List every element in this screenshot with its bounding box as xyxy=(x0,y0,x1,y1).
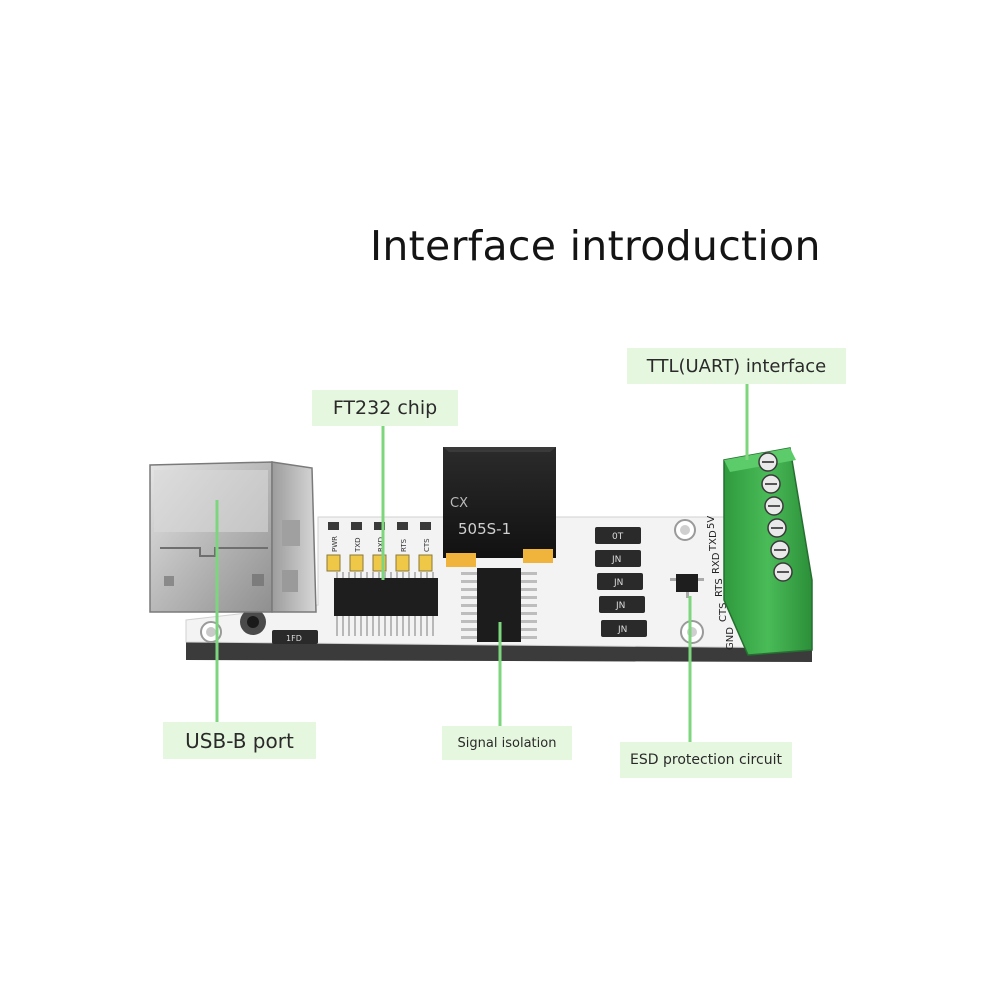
signal-isolation-chip xyxy=(461,568,537,642)
esd-protection-part xyxy=(670,574,704,598)
svg-text:JN: JN xyxy=(611,555,621,565)
svg-text:CX: CX xyxy=(450,496,468,511)
page-title: Interface introduction xyxy=(370,222,821,270)
callout-ttl-interface: TTL(UART) interface xyxy=(627,348,846,384)
usb-b-connector xyxy=(149,461,317,613)
svg-text:GND: GND xyxy=(725,627,736,650)
svg-text:CTS: CTS xyxy=(718,603,729,622)
svg-text:RXD: RXD xyxy=(711,552,722,574)
status-leds xyxy=(326,522,433,572)
svg-text:JN: JN xyxy=(617,625,627,635)
callout-usb-b-port: USB-B port xyxy=(163,722,316,759)
svg-text:0T: 0T xyxy=(612,532,624,542)
smd-resistors xyxy=(595,527,647,637)
svg-text:PWR: PWR xyxy=(331,536,339,552)
svg-text:505S-1: 505S-1 xyxy=(458,520,511,538)
led-labels: PWR TXD RXD RTS CTS xyxy=(331,536,431,553)
svg-text:5V: 5V xyxy=(706,516,717,529)
leader-lines xyxy=(215,384,749,742)
pin-labels: GND CTS RTS RXD TXD 5V xyxy=(706,516,736,650)
svg-text:TXD: TXD xyxy=(354,538,362,553)
svg-text:CTS: CTS xyxy=(423,538,431,552)
isolation-power-module: CX 505S-1 xyxy=(443,447,556,567)
mounting-holes xyxy=(200,519,704,644)
svg-text:RXD: RXD xyxy=(377,537,385,552)
svg-text:1FD: 1FD xyxy=(286,634,302,643)
ft232-chip xyxy=(334,572,438,636)
resistor-codes: 0T JN JN JN JN xyxy=(611,532,627,635)
svg-text:JN: JN xyxy=(615,601,625,611)
screw-terminal-block xyxy=(723,447,813,656)
svg-text:JN: JN xyxy=(613,578,623,588)
svg-text:TXD: TXD xyxy=(708,530,719,552)
smd-part-1fd xyxy=(272,630,318,644)
callout-signal-isolation: Signal isolation xyxy=(442,726,572,760)
callout-esd-protection: ESD protection circuit xyxy=(620,742,792,778)
callout-ft232-chip: FT232 chip xyxy=(312,390,458,426)
svg-text:RTS: RTS xyxy=(400,538,408,552)
svg-text:RTS: RTS xyxy=(714,578,725,597)
